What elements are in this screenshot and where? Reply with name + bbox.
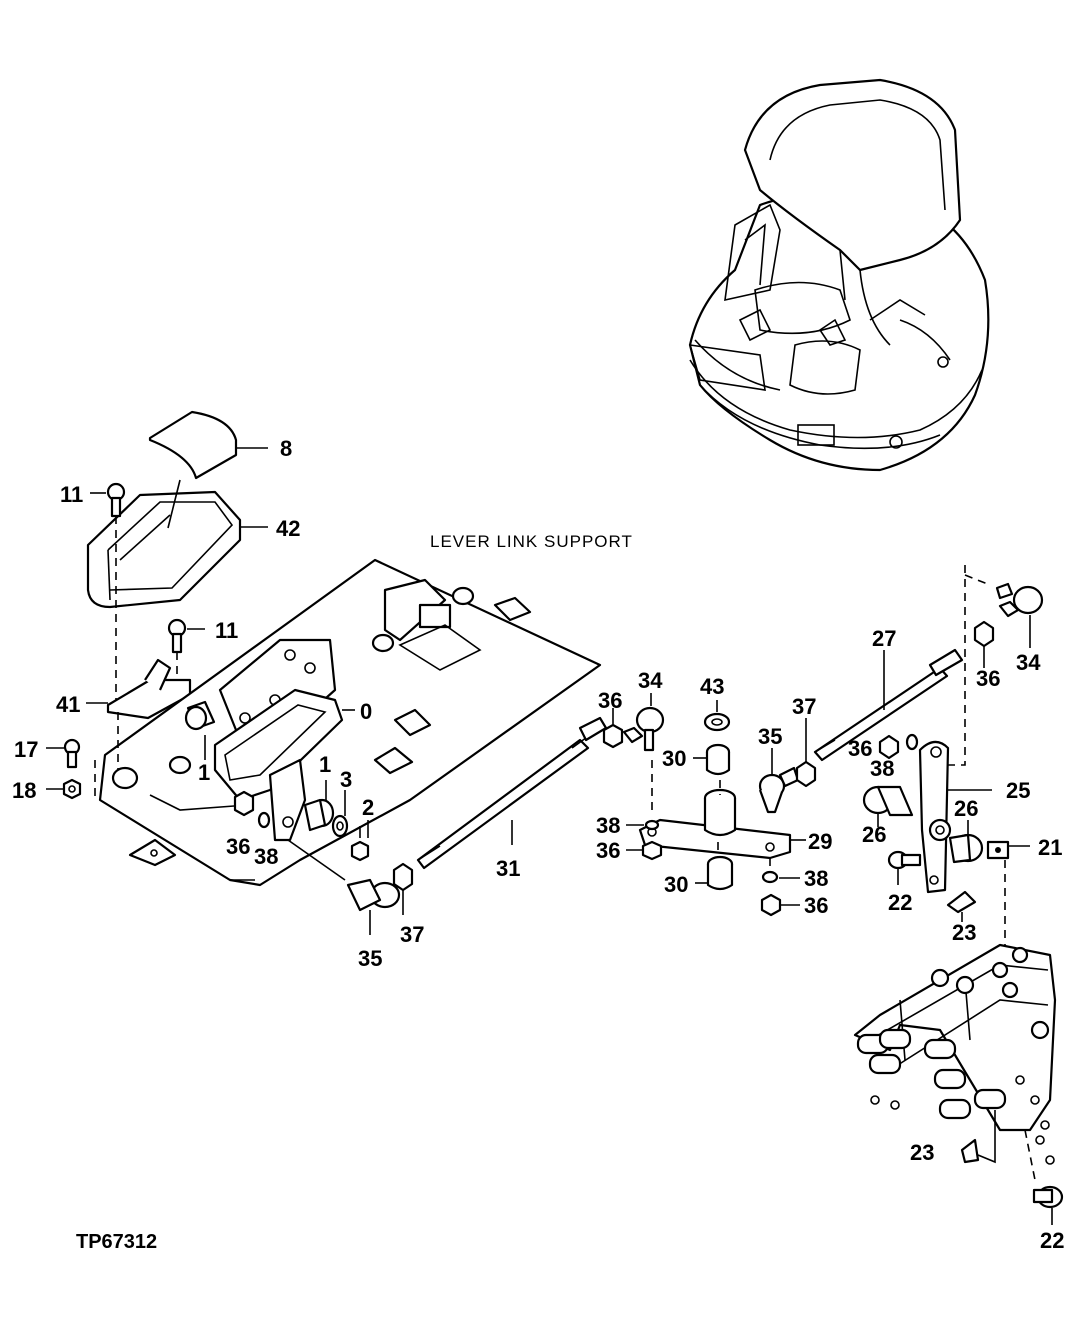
callout-35-left: 35 — [358, 946, 382, 971]
callout-26-right: 26 — [954, 796, 978, 821]
callout-11-top: 11 — [60, 482, 83, 507]
callout-43: 43 — [700, 674, 724, 699]
callout-38-mid-right: 38 — [804, 866, 828, 891]
control-valve-block — [853, 943, 1057, 1165]
callout-34-right: 34 — [1016, 650, 1041, 675]
part-8-pad — [148, 410, 238, 480]
callout-35-right: 35 — [758, 724, 782, 749]
callout-42: 42 — [276, 516, 300, 541]
pin-22-upper — [887, 850, 922, 870]
washer-38-left — [257, 811, 271, 829]
nut-36-right-top — [973, 620, 995, 648]
callout-2: 2 — [362, 795, 374, 820]
rod-end-35-right — [758, 766, 800, 814]
nut-37-right — [795, 760, 817, 788]
nut-18 — [62, 778, 82, 800]
bushing-30-lower — [706, 855, 734, 891]
part-42-cover — [86, 490, 242, 609]
lever-25 — [918, 740, 952, 894]
boss-lever-29 — [703, 788, 737, 837]
callout-29: 29 — [808, 829, 832, 854]
callout-36-mid-left: 36 — [596, 838, 620, 863]
bushing-30-upper — [705, 743, 731, 776]
callout-36-right-mid: 36 — [848, 736, 872, 761]
callout-21: 21 — [1038, 835, 1062, 860]
rod-end-35-left — [346, 878, 401, 912]
callout-11-mid: 11 — [215, 618, 238, 643]
bolt-11-mid — [167, 618, 187, 654]
callout-27: 27 — [872, 626, 896, 651]
pin-22-lower — [1032, 1185, 1064, 1209]
rod-end-34-mid — [622, 706, 665, 752]
callout-22-upper: 22 — [888, 890, 912, 915]
callout-37-right: 37 — [792, 694, 816, 719]
excavator-overview-illustration — [688, 78, 990, 472]
callout-1-mid: 1 — [319, 752, 331, 777]
callout-38-mid-left: 38 — [596, 813, 620, 838]
washer-43 — [703, 712, 731, 732]
callout-36-mid-top: 36 — [598, 688, 622, 713]
bushing-1-mid — [303, 798, 335, 832]
callout-18: 18 — [12, 778, 36, 803]
part-0-pedal — [213, 688, 344, 802]
bolt-2 — [350, 826, 370, 862]
callout-0: 0 — [360, 699, 372, 724]
callout-38-left: 38 — [254, 844, 278, 869]
callout-36-left: 36 — [226, 834, 250, 859]
nut-36-mid-top — [602, 723, 624, 749]
callout-3: 3 — [340, 767, 352, 792]
rod-end-34-right — [995, 582, 1044, 618]
cotter-pin-23-upper — [946, 890, 977, 914]
cotter-pin-23-lower — [960, 1138, 980, 1164]
callout-30-upper: 30 — [662, 746, 686, 771]
bolt-11-top — [106, 482, 126, 518]
callout-26-left: 26 — [862, 822, 886, 847]
figure-reference: TP67312 — [76, 1231, 157, 1253]
bolt-17 — [63, 738, 81, 769]
washer-38-mid-right — [761, 870, 779, 884]
nut-36-left — [233, 790, 255, 817]
callout-1-left: 1 — [198, 760, 210, 785]
bushing-26-left — [862, 785, 914, 817]
callout-23-upper: 23 — [952, 920, 976, 945]
callout-30-lower: 30 — [664, 872, 688, 897]
washer-3 — [331, 814, 349, 838]
callout-22-lower: 22 — [1040, 1228, 1064, 1253]
washer-38-right — [905, 733, 919, 751]
rod-27 — [813, 648, 964, 762]
rod-31 — [416, 716, 608, 870]
nut-37-left — [392, 862, 414, 892]
callout-31: 31 — [496, 856, 520, 881]
callout-25: 25 — [1006, 778, 1030, 803]
callout-23-lower: 23 — [910, 1140, 934, 1165]
nut-36-mid-left — [641, 840, 663, 861]
callout-41: 41 — [56, 692, 80, 717]
callout-8: 8 — [280, 436, 292, 461]
callout-37-left: 37 — [400, 922, 424, 947]
nut-36-right-mid — [878, 734, 900, 760]
callout-36-right-top: 36 — [976, 666, 1000, 691]
callout-34-mid: 34 — [638, 668, 663, 693]
plate-21 — [986, 840, 1010, 860]
washer-38-mid-left — [644, 819, 660, 831]
lever-link-support-plate — [98, 558, 602, 887]
bushing-26-right — [948, 833, 984, 864]
diagram-title: LEVER LINK SUPPORT — [430, 532, 633, 551]
callout-38-right: 38 — [870, 756, 894, 781]
callout-17: 17 — [14, 737, 38, 762]
bushing-1-left — [184, 700, 216, 731]
callout-36-mid-right: 36 — [804, 893, 828, 918]
nut-36-mid-right — [760, 893, 782, 917]
